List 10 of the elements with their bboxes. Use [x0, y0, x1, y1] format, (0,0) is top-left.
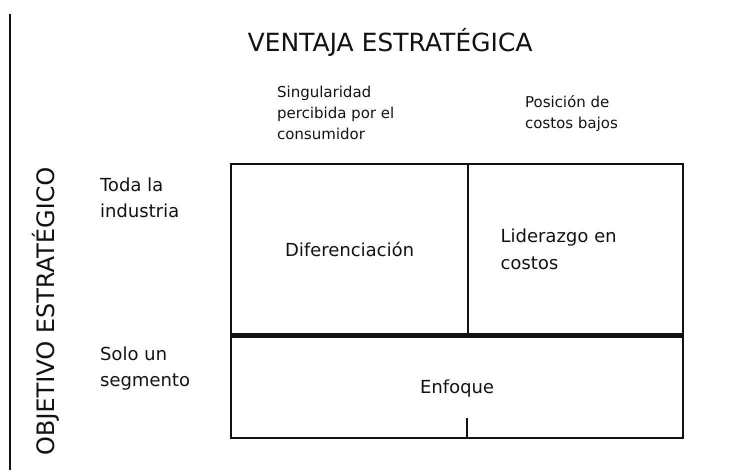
cell-text: Liderazgo en costos: [500, 225, 618, 276]
row-label: Solo un segmento: [100, 343, 191, 394]
matrix-cell: [230, 333, 684, 439]
axis-title: OBJETIVO ESTRATÉGICO: [32, 166, 60, 455]
cell-text: Enfoque: [420, 376, 494, 400]
column-label: Posición de costos bajos: [525, 92, 619, 134]
row-label: Toda la industria: [100, 174, 180, 224]
title: VENTAJA ESTRATÉGICA: [246, 28, 534, 57]
column-label: Singularidad percibida por el consumidor: [277, 82, 396, 145]
cell-text: Diferenciación: [284, 238, 414, 262]
